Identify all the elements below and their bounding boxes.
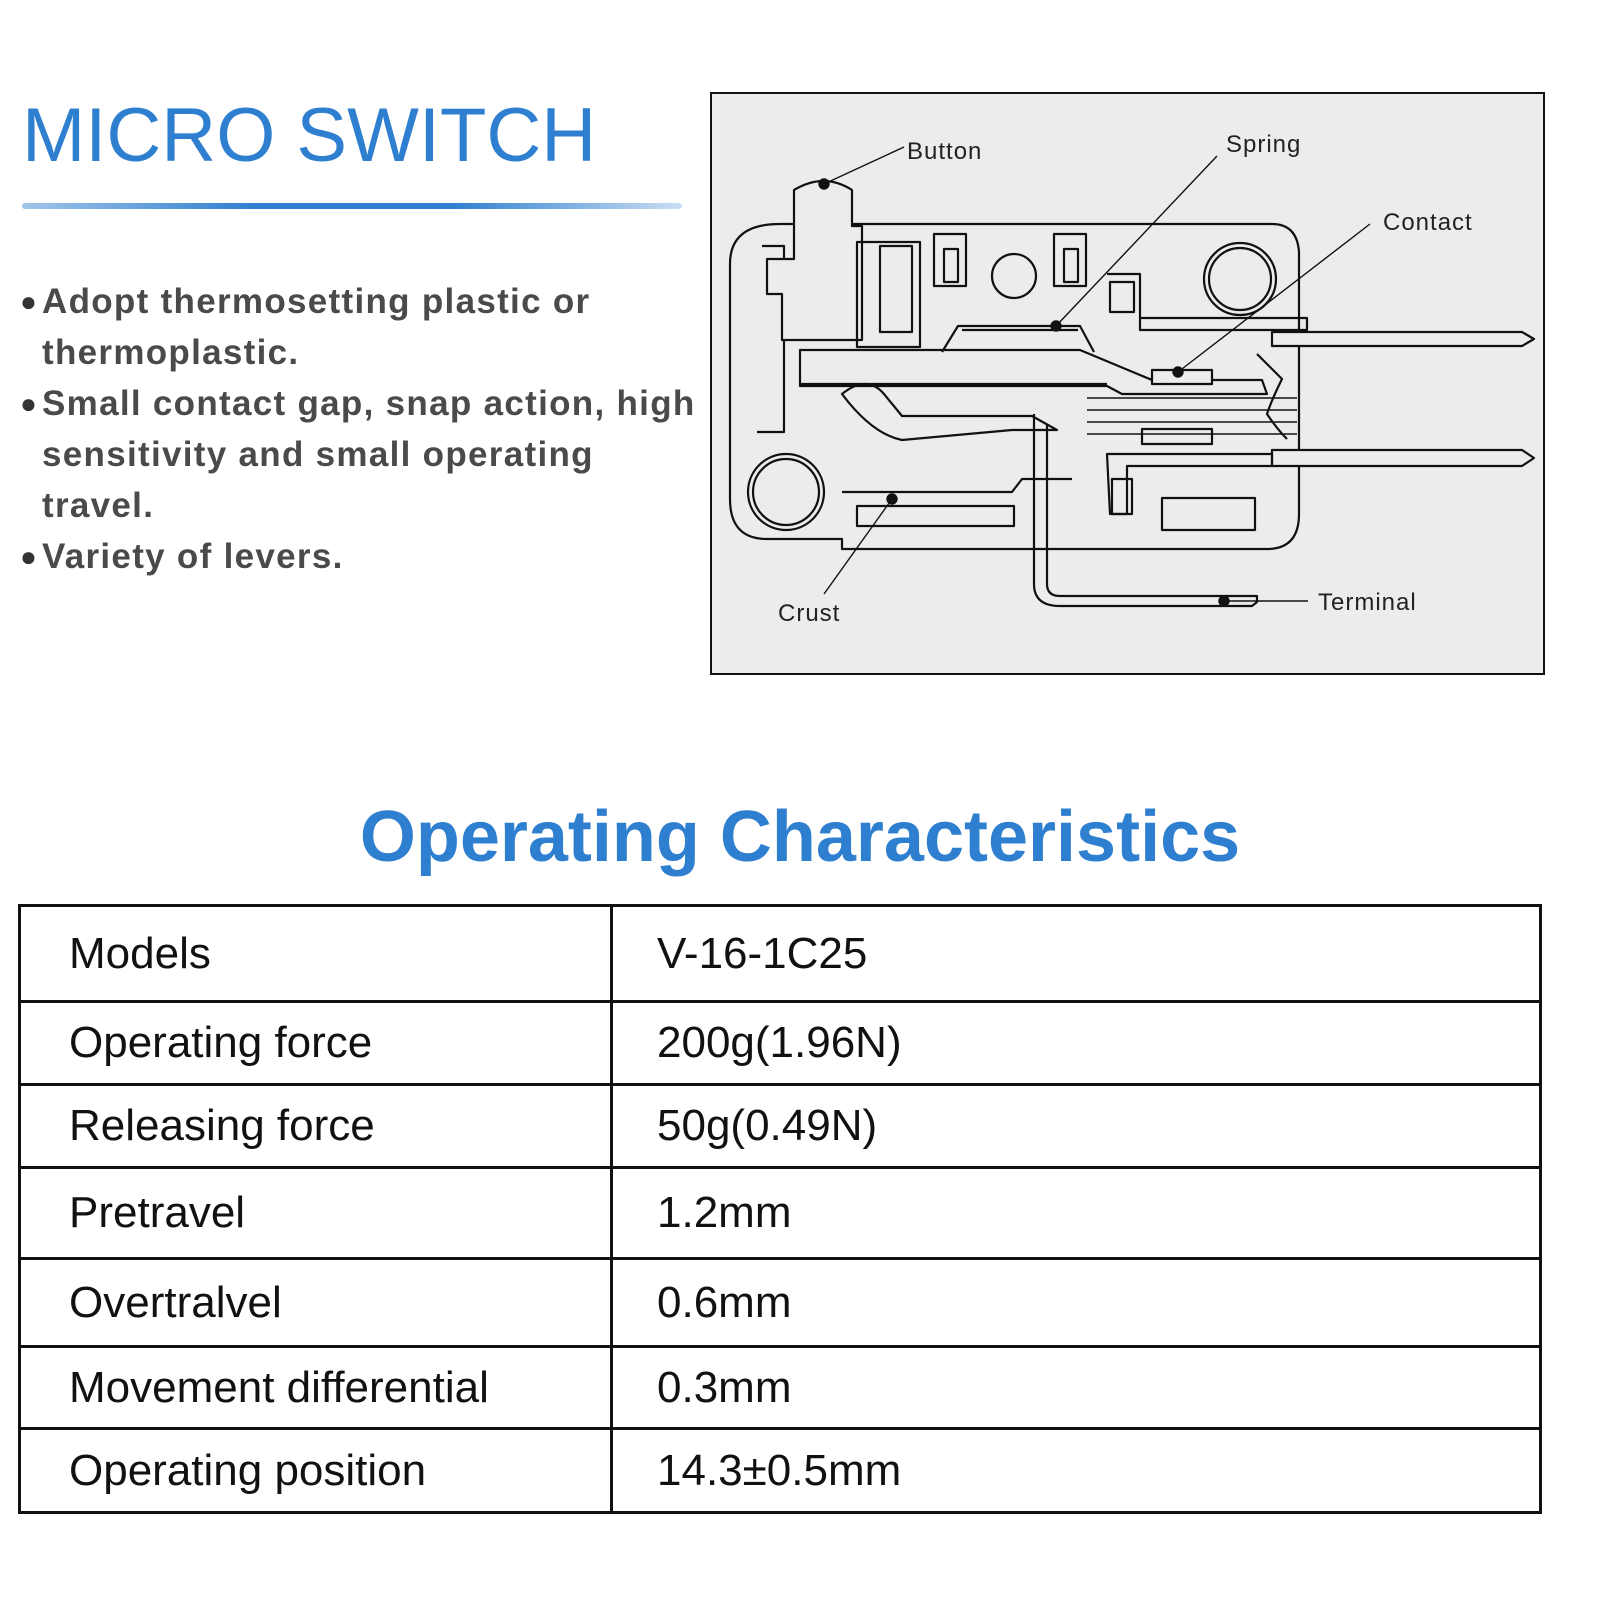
switch-button bbox=[765, 180, 864, 342]
feature-item: ●Small contact gap, snap action, high se… bbox=[20, 378, 710, 531]
spec-label: Overtralvel bbox=[18, 1257, 613, 1348]
table-row: Operating position 14.3±0.5mm bbox=[18, 1427, 1542, 1514]
label-button: Button bbox=[907, 138, 982, 165]
page-title: MICRO SWITCH bbox=[22, 93, 597, 178]
spec-value: 1.2mm bbox=[610, 1166, 1542, 1260]
table-row: Models V-16-1C25 bbox=[18, 904, 1542, 1003]
section-title: Operating Characteristics bbox=[359, 797, 1241, 877]
table-row: Pretravel 1.2mm bbox=[18, 1166, 1542, 1260]
spec-value: 50g(0.49N) bbox=[610, 1083, 1542, 1169]
label-terminal: Terminal bbox=[1318, 589, 1417, 616]
label-contact: Contact bbox=[1383, 209, 1473, 236]
label-spring: Spring bbox=[1226, 131, 1301, 158]
switch-schematic: Button Spring Contact Crust Terminal bbox=[728, 131, 1536, 627]
micro-switch-diagram: Button Spring Contact Crust Terminal bbox=[710, 92, 1545, 675]
spec-label: Models bbox=[18, 904, 613, 1003]
table-row: Movement differential 0.3mm bbox=[18, 1345, 1542, 1430]
spec-value: 0.6mm bbox=[610, 1257, 1542, 1348]
table-row: Releasing force 50g(0.49N) bbox=[18, 1083, 1542, 1169]
spec-label: Pretravel bbox=[18, 1166, 613, 1260]
label-crust: Crust bbox=[778, 600, 840, 627]
feature-item: ●Adopt thermosetting plastic or thermopl… bbox=[20, 276, 710, 378]
title-underline bbox=[22, 203, 682, 209]
spec-value: V-16-1C25 bbox=[610, 904, 1542, 1003]
spec-label: Operating position bbox=[18, 1427, 613, 1514]
bullet-icon: ● bbox=[20, 541, 39, 572]
common-terminal bbox=[1032, 414, 1259, 608]
spec-label: Operating force bbox=[18, 1000, 613, 1086]
table-row: Overtralvel 0.6mm bbox=[18, 1257, 1542, 1348]
lower-terminal bbox=[1270, 448, 1536, 468]
spec-label: Movement differential bbox=[18, 1345, 613, 1430]
spec-value: 0.3mm bbox=[610, 1345, 1542, 1430]
spec-label: Releasing force bbox=[18, 1083, 613, 1169]
bullet-icon: ● bbox=[20, 388, 39, 419]
upper-terminal bbox=[1270, 330, 1536, 348]
feature-item: ●Variety of levers. bbox=[20, 531, 710, 582]
spec-table: Models V-16-1C25 Operating force 200g(1.… bbox=[18, 904, 1542, 1514]
table-row: Operating force 200g(1.96N) bbox=[18, 1000, 1542, 1086]
contact-block bbox=[1150, 368, 1214, 386]
leaf-spring bbox=[941, 324, 1095, 353]
spec-value: 200g(1.96N) bbox=[610, 1000, 1542, 1086]
switch-housing bbox=[728, 222, 1301, 551]
feature-list: ●Adopt thermosetting plastic or thermopl… bbox=[20, 276, 710, 582]
bullet-icon: ● bbox=[20, 286, 39, 317]
spec-value: 14.3±0.5mm bbox=[610, 1427, 1542, 1514]
